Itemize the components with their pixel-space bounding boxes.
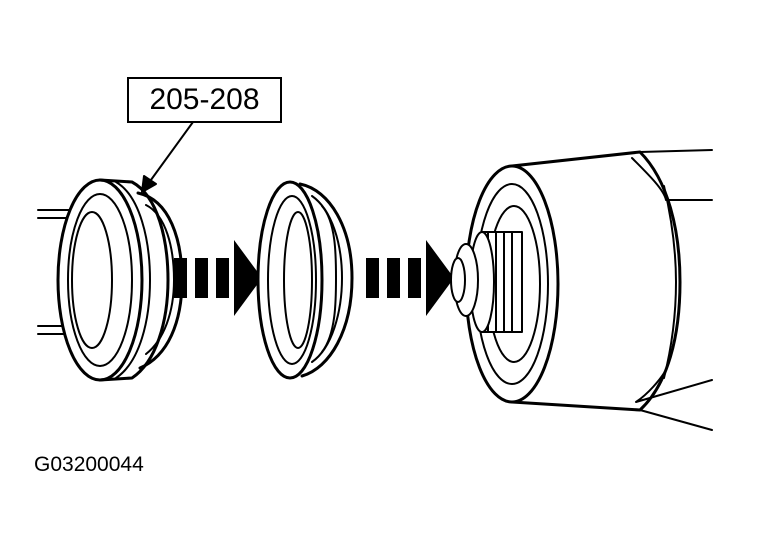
installer-bore (71, 211, 113, 349)
tool-number-label: 205-208 (149, 83, 260, 116)
pinion-nose-tip (450, 257, 466, 303)
housing-rib (663, 185, 677, 379)
tool-number-callout: 205-208 (127, 77, 282, 123)
seal (256, 180, 354, 380)
housing-collar-detail (631, 157, 713, 403)
tool-leader-line (147, 121, 194, 185)
seal-skirt-line (321, 205, 337, 353)
installer-ring-band (98, 178, 170, 382)
seal-front-ring (256, 180, 324, 380)
installer-front-ring-inner (67, 193, 133, 367)
seal-front-ring-inner (267, 195, 317, 365)
installer-ring-band-line (115, 181, 151, 379)
direction-arrow-1 (174, 240, 262, 316)
figure-id-label: G03200044 (34, 453, 144, 476)
seal-lip (283, 211, 313, 349)
housing-body (510, 150, 682, 412)
pinion-shaft (450, 231, 523, 333)
seal-skirt (298, 182, 354, 378)
tool-leader-arrowhead (141, 175, 157, 193)
housing-collar (639, 149, 713, 431)
installer-tool (37, 121, 194, 382)
direction-arrow-2 (366, 240, 454, 316)
